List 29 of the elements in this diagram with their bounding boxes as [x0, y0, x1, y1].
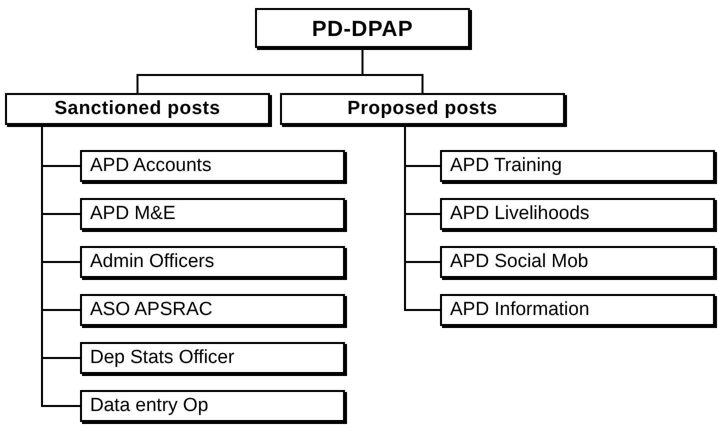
- org-box: [440, 294, 715, 326]
- box-label: APD Livelihoods: [450, 202, 590, 226]
- org-box: [80, 246, 345, 278]
- connector-line: [362, 48, 424, 93]
- org-box: [80, 294, 345, 326]
- org-box: [80, 390, 345, 422]
- box-label: Data entry Op: [90, 394, 208, 418]
- org-box: [440, 198, 715, 230]
- box-label: Proposed posts: [347, 96, 498, 121]
- box-label: APD Accounts: [90, 154, 212, 178]
- org-box: [5, 93, 270, 125]
- org-box: [80, 150, 345, 182]
- org-box: [255, 8, 470, 48]
- org-box: [80, 342, 345, 374]
- box-label: APD Social Mob: [450, 250, 588, 274]
- org-box: [80, 198, 345, 230]
- org-box: [280, 93, 565, 125]
- box-label: Sanctioned posts: [54, 96, 220, 121]
- box-label: APD Training: [450, 154, 562, 178]
- box-label: Admin Officers: [90, 250, 214, 274]
- box-label: Dep Stats Officer: [90, 346, 234, 370]
- box-label: ASO APSRAC: [90, 298, 212, 322]
- connector-line: [41, 125, 80, 407]
- box-label: APD M&E: [90, 202, 176, 226]
- connector-line: [404, 125, 440, 311]
- box-label: PD-DPAP: [312, 14, 414, 42]
- org-box: [440, 246, 715, 278]
- box-label: APD Information: [450, 298, 590, 322]
- org-box: [440, 150, 715, 182]
